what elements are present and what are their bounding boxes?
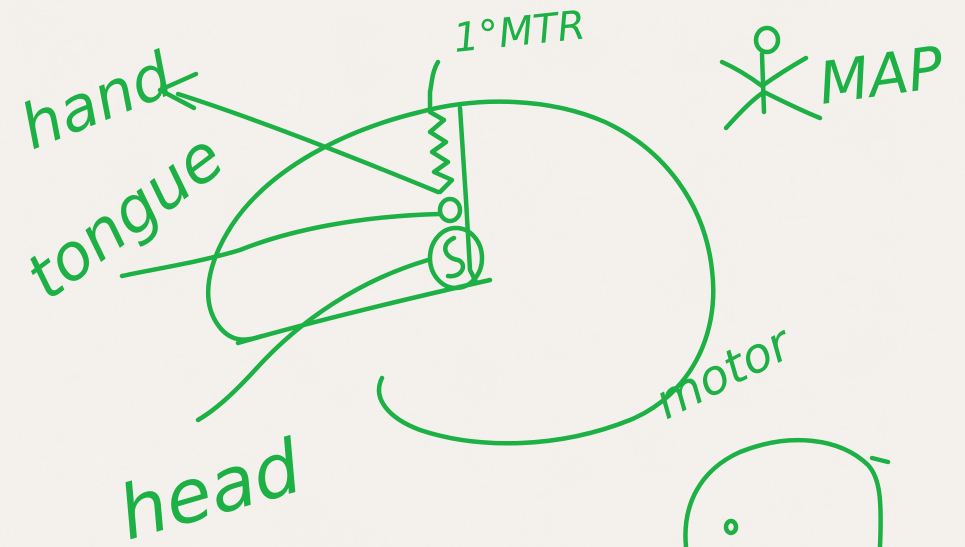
whiteboard-canvas: 1°MTR MAP hand tongue head motor — [0, 0, 965, 547]
sketch: 1°MTR MAP hand tongue head motor — [0, 0, 965, 547]
